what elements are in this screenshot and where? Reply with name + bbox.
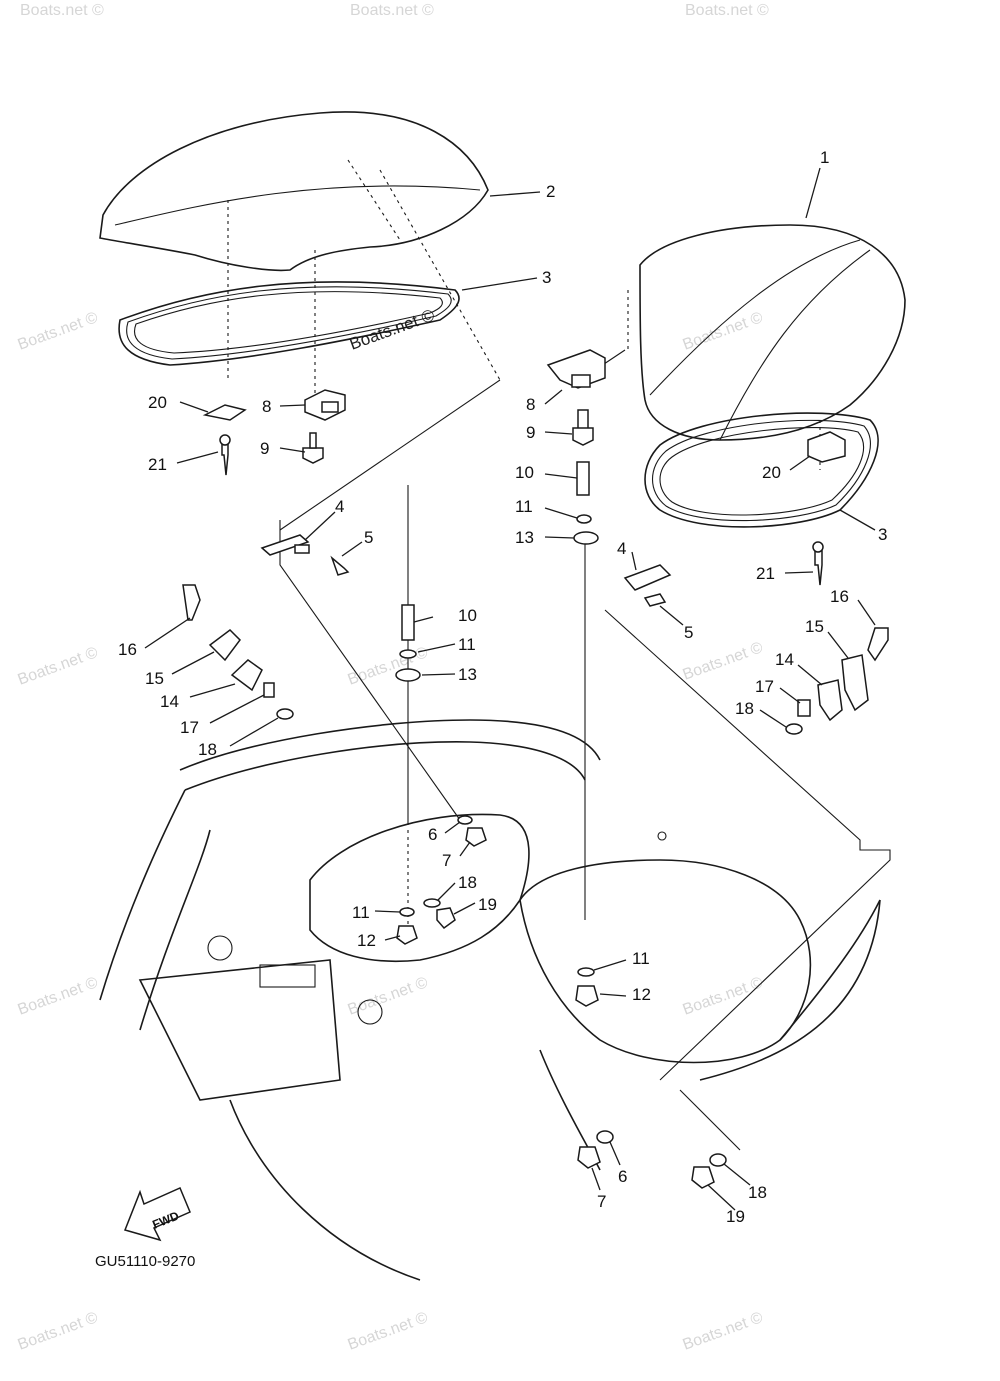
diagram-code: GU51110-9270 [95,1253,195,1270]
callout-20: 20 [148,393,167,412]
reference-lines [279,349,891,1151]
front-hardware [182,389,487,945]
catch-14a [230,659,263,692]
callout-5: 5 [684,623,693,642]
watermarks: Boats.net © Boats.net © Boats.net © Boat… [16,2,769,1354]
clip-15a [208,629,241,662]
callout-21: 21 [148,455,167,474]
callout-12: 12 [632,985,651,1004]
callout-8: 8 [262,397,271,416]
watermark: Boats.net © [681,1309,766,1354]
callout-7: 7 [597,1192,606,1211]
callouts: 1 2 3 3 4 4 5 5 6 6 7 7 8 8 9 9 10 10 11… [118,148,887,1226]
stud-10a [401,604,415,641]
callout-16: 16 [830,587,849,606]
callout-10: 10 [458,606,477,625]
hinge-4a [260,534,310,556]
bolt-16a [182,584,201,621]
watermark: Boats.net © [346,1309,431,1354]
callout-9: 9 [260,439,269,458]
hull-deck [99,719,881,1281]
callout-11: 11 [458,635,476,654]
callout-11: 11 [632,949,650,968]
callout-16: 16 [118,640,137,659]
callout-18: 18 [458,873,477,892]
watermark: Boats.net © [16,309,101,354]
callout-12: 12 [357,931,376,950]
callout-18: 18 [198,740,217,759]
callout-18: 18 [748,1183,767,1202]
callout-17: 17 [755,677,774,696]
rear-hardware [546,349,889,1189]
watermark: Boats.net © [16,1309,101,1354]
bolt-16b [867,627,889,662]
callout-19: 19 [726,1207,745,1226]
stud-10b [576,461,590,496]
bracket-20a [202,404,247,421]
callout-3: 3 [878,525,887,544]
callout-17: 17 [180,718,199,737]
callout-13: 13 [515,528,534,547]
callout-8: 8 [526,395,535,414]
watermark: Boats.net © [685,2,769,19]
fwd-arrow-icon: FWD [123,1187,191,1242]
callout-18: 18 [735,699,754,718]
callout-4: 4 [617,539,626,558]
callout-6: 6 [618,1167,627,1186]
callout-2: 2 [546,182,555,201]
callout-3: 3 [542,268,551,287]
front-seat-seal [118,281,460,366]
callout-4: 4 [335,497,344,516]
callout-14: 14 [775,650,794,669]
callout-7: 7 [442,851,451,870]
callout-21: 21 [756,564,775,583]
watermark: Boats.net © [681,309,766,354]
front-seat [99,111,501,395]
callout-19: 19 [478,895,497,914]
callout-6: 6 [428,825,437,844]
callout-10: 10 [515,463,534,482]
hinge-4b [623,564,672,591]
callout-20: 20 [762,463,781,482]
callout-14: 14 [160,692,179,711]
watermark: Boats.net © [350,2,434,19]
watermark: Boats.net © [346,644,431,689]
watermark: Boats.net © [20,2,104,19]
callout-11: 11 [515,497,533,516]
callout-15: 15 [805,617,824,636]
leader-lines [144,167,876,1211]
watermark: Boats.net © [681,974,766,1019]
callout-5: 5 [364,528,373,547]
catch-14b [817,679,843,722]
bracket-20b [807,431,846,463]
watermark: Boats.net © [681,639,766,684]
callout-15: 15 [145,669,164,688]
rear-seat [627,224,906,470]
watermark: Boats.net © [16,644,101,689]
callout-11: 11 [352,903,370,922]
callout-1: 1 [820,148,829,167]
callout-9: 9 [526,423,535,442]
watermark: Boats.net © [16,974,101,1019]
clip-15b [841,654,869,712]
callout-13: 13 [458,665,477,684]
